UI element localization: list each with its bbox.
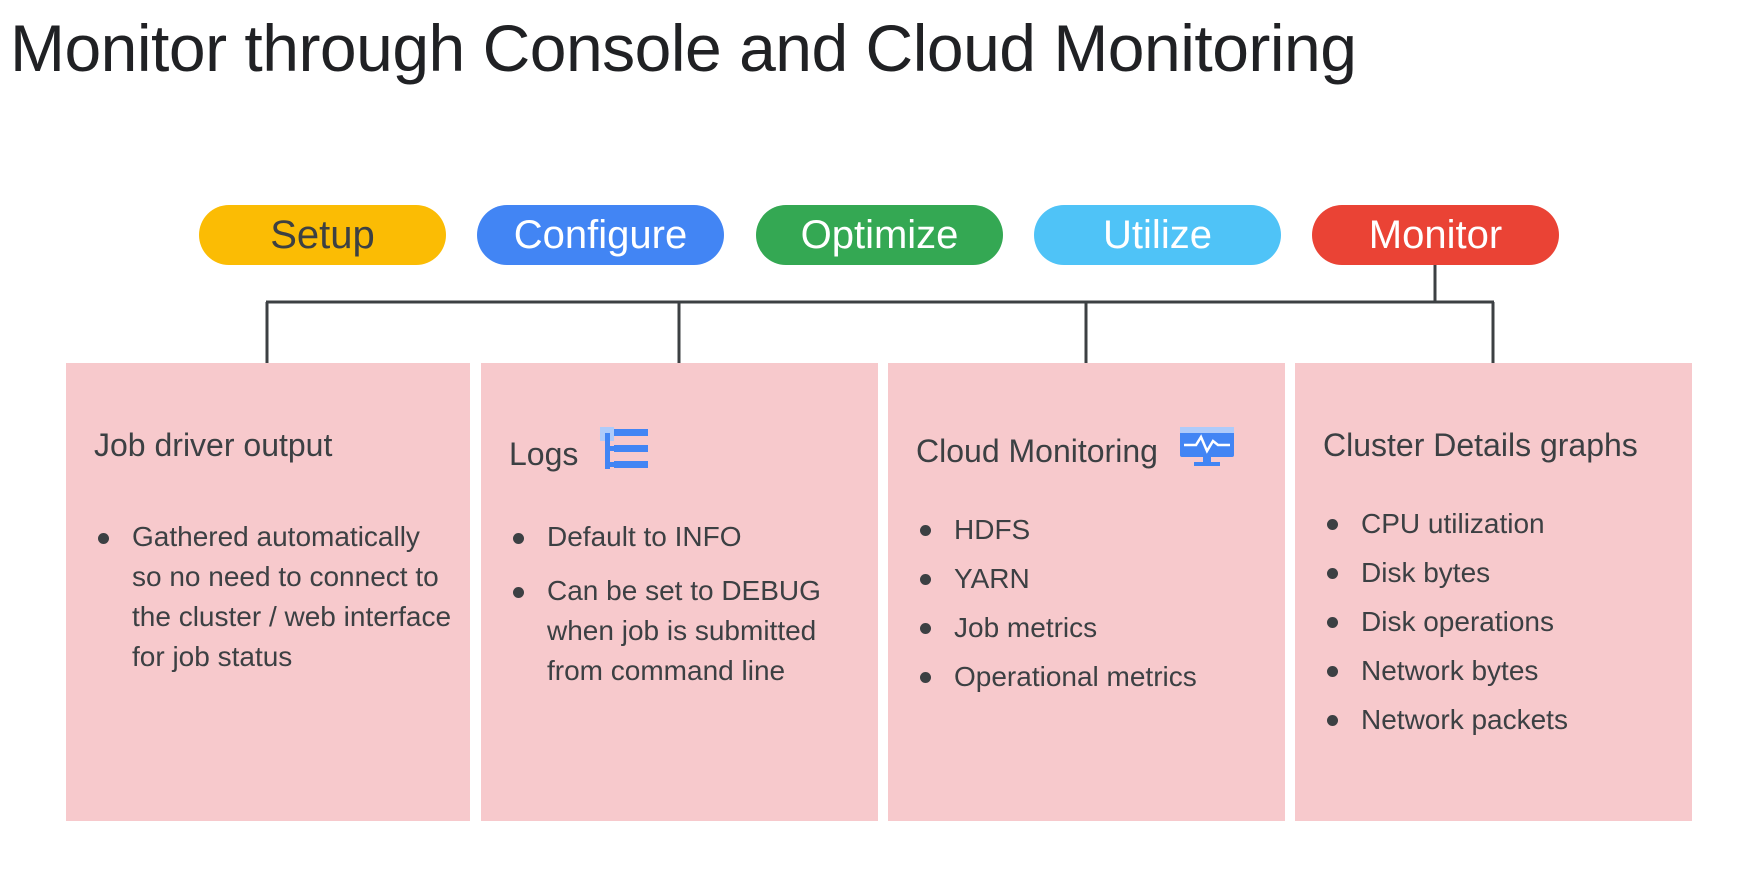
list-item: Job metrics [916, 603, 1267, 652]
list-item: Network packets [1323, 695, 1674, 744]
list-item: Operational metrics [916, 652, 1267, 701]
page-title: Monitor through Console and Cloud Monito… [10, 11, 1357, 85]
stage-pill-monitor: Monitor [1312, 205, 1559, 265]
list-item: HDFS [916, 505, 1267, 554]
bullet-list: HDFS YARN Job metrics Operational metric… [916, 505, 1267, 701]
stage-pill-setup: Setup [199, 205, 446, 265]
card-heading: Cluster Details graphs [1323, 427, 1638, 464]
card-heading-text: Cloud Monitoring [916, 432, 1158, 469]
card-heading: Job driver output [94, 427, 332, 464]
list-item: Gathered automatically so no need to con… [94, 517, 452, 677]
bullet-list: Gathered automatically so no need to con… [94, 517, 452, 677]
card-job-driver-output: Job driver output Gathered automatically… [66, 363, 470, 821]
card-cloud-monitoring: Cloud Monitoring HDFS YARN Job metrics O… [888, 363, 1285, 821]
monitoring-display-icon [1179, 427, 1234, 475]
stage-pill-configure: Configure [477, 205, 724, 265]
list-item: Disk operations [1323, 597, 1674, 646]
list-item: Disk bytes [1323, 548, 1674, 597]
card-cluster-details-graphs: Cluster Details graphs CPU utilization D… [1295, 363, 1692, 821]
bullet-list: CPU utilization Disk bytes Disk operatio… [1323, 499, 1674, 744]
card-heading-text: Job driver output [94, 427, 333, 463]
card-heading-text: Cluster Details graphs [1323, 427, 1638, 463]
stage-pill-optimize: Optimize [756, 205, 1003, 265]
bullet-list: Default to INFO Can be set to DEBUG when… [509, 517, 860, 705]
logs-list-icon [600, 427, 649, 481]
list-item: Default to INFO [509, 517, 860, 557]
card-logs: Logs Default to INFO Can be set to DEBUG… [481, 363, 878, 821]
list-item: Can be set to DEBUG when job is submitte… [509, 571, 860, 691]
card-heading: Cloud Monitoring [916, 427, 1234, 475]
list-item: CPU utilization [1323, 499, 1674, 548]
card-heading: Logs [509, 427, 649, 481]
list-item: Network bytes [1323, 646, 1674, 695]
card-heading-text: Logs [509, 435, 579, 472]
stage-pill-utilize: Utilize [1034, 205, 1281, 265]
list-item: YARN [916, 554, 1267, 603]
